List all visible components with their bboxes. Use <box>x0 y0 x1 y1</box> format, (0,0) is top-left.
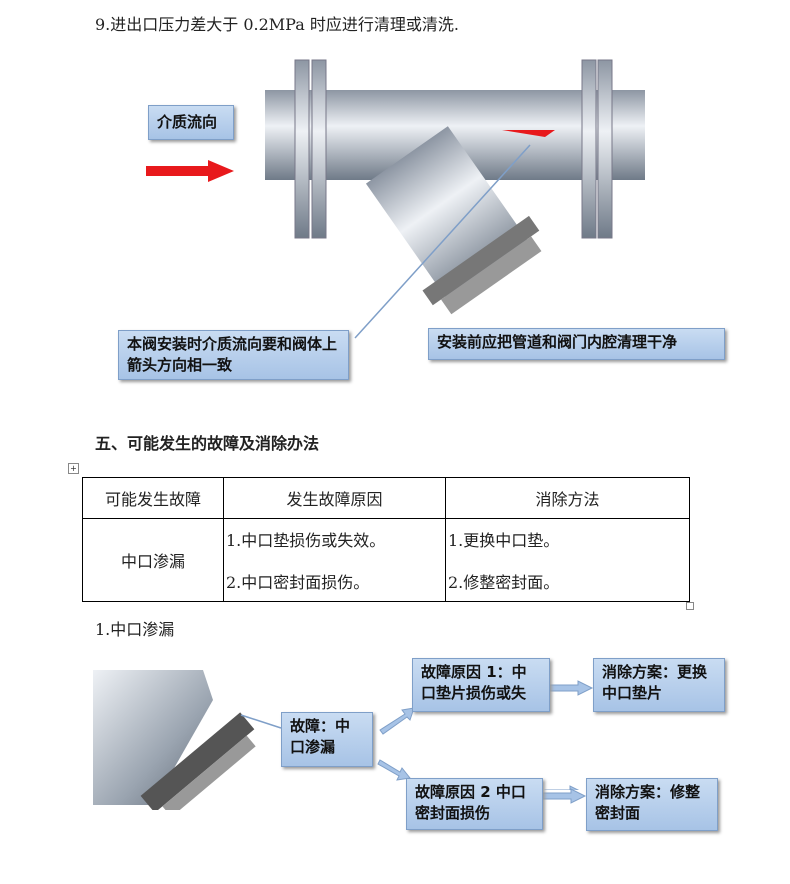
y-strainer-illustration <box>265 59 645 315</box>
header-fix: 消除方法 <box>445 477 690 519</box>
header-fault: 可能发生故障 <box>82 477 224 519</box>
fix-1-box: 消除方案：更换中口垫片 <box>593 658 725 712</box>
valve-bonnet-illustration <box>93 670 282 810</box>
table-move-handle-icon[interactable]: + <box>68 463 79 474</box>
header-cause: 发生故障原因 <box>223 477 446 519</box>
arrow-icon <box>542 788 587 804</box>
fix-1: 1.更换中口垫。 <box>448 531 560 550</box>
install-note-box: 本阀安装时介质流向要和阀体上箭头方向相一致 <box>118 330 349 380</box>
flow-arrows <box>377 707 580 790</box>
cause-1: 1.中口垫损伤或失效。 <box>226 531 386 550</box>
cause-cell: 1.中口垫损伤或失效。 2.中口密封面损伤。 <box>223 518 446 602</box>
section-heading: 五、可能发生的故障及消除办法 <box>95 434 320 453</box>
fix-2: 2.修整密封面。 <box>448 573 560 592</box>
fault-table: 可能发生故障发生故障原因消除方法 中口渗漏 1.中口垫损伤或失效。 2.中口密封面… <box>82 477 690 602</box>
red-flow-arrow-icon <box>146 160 234 182</box>
fault-cell: 中口渗漏 <box>82 518 224 602</box>
callout-line <box>354 144 531 339</box>
clean-note-box: 安装前应把管道和阀门内腔清理干净 <box>428 328 725 360</box>
fix-cell: 1.更换中口垫。 2.修整密封面。 <box>445 518 690 602</box>
cause-2: 2.中口密封面损伤。 <box>226 573 370 592</box>
sub-heading: 1.中口渗漏 <box>95 620 175 639</box>
flow-direction-label: 介质流向 <box>148 105 234 140</box>
intro-line: 9.进出口压力差大于 0.2MPa 时应进行清理或清洗. <box>95 15 459 34</box>
table-resize-handle[interactable] <box>686 602 694 610</box>
fault-box: 故障：中口渗漏 <box>281 712 373 767</box>
cause-1-box: 故障原因 1：中口垫片损伤或失 <box>412 658 550 712</box>
arrow-icon <box>549 680 594 696</box>
cause-2-box: 故障原因 2 中口密封面损伤 <box>406 778 543 830</box>
fix-2-box: 消除方案：修整密封面 <box>586 778 718 831</box>
